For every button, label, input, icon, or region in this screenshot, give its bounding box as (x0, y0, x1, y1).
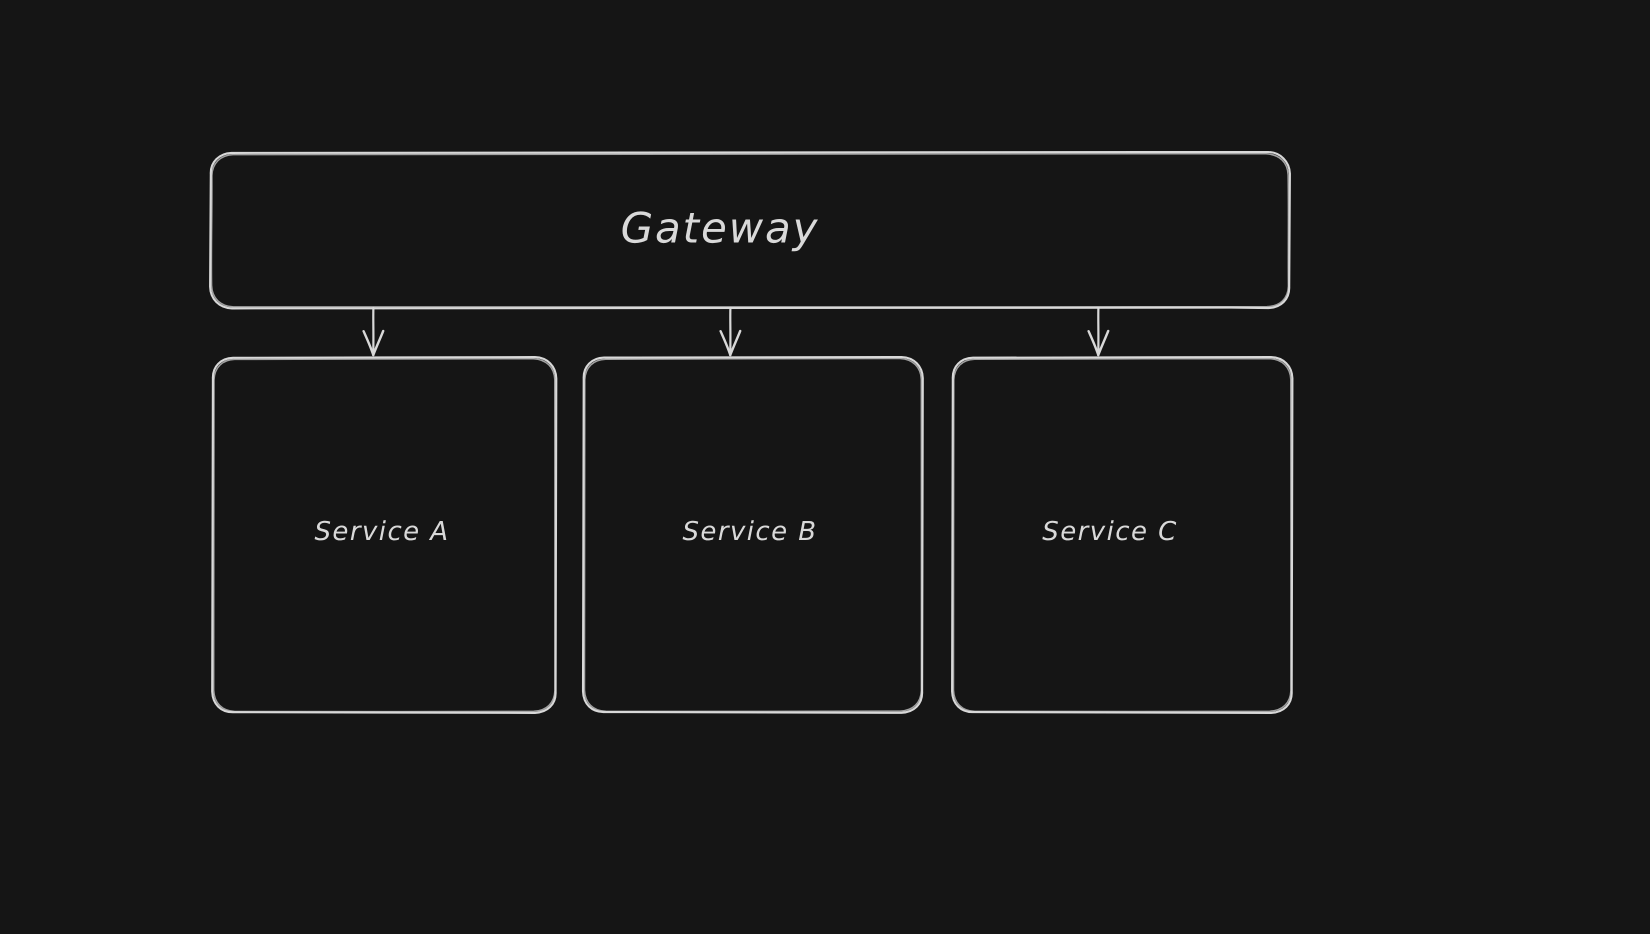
node-service-b-label: Service B (682, 517, 818, 547)
node-service-c-label: Service C (1042, 517, 1178, 547)
node-gateway-label: Gateway (620, 203, 820, 253)
edge-gateway-to-service-c[interactable] (1087, 306, 1110, 357)
node-service-b-outline[interactable] (581, 355, 924, 714)
edge-gateway-to-service-b[interactable] (719, 306, 742, 357)
node-service-c-outline[interactable] (951, 356, 1294, 714)
node-gateway-outline[interactable] (209, 150, 1291, 310)
node-service-a-label: Service A (314, 517, 450, 547)
edge-gateway-to-service-a[interactable] (362, 306, 385, 357)
node-service-a-outline[interactable] (211, 356, 558, 714)
